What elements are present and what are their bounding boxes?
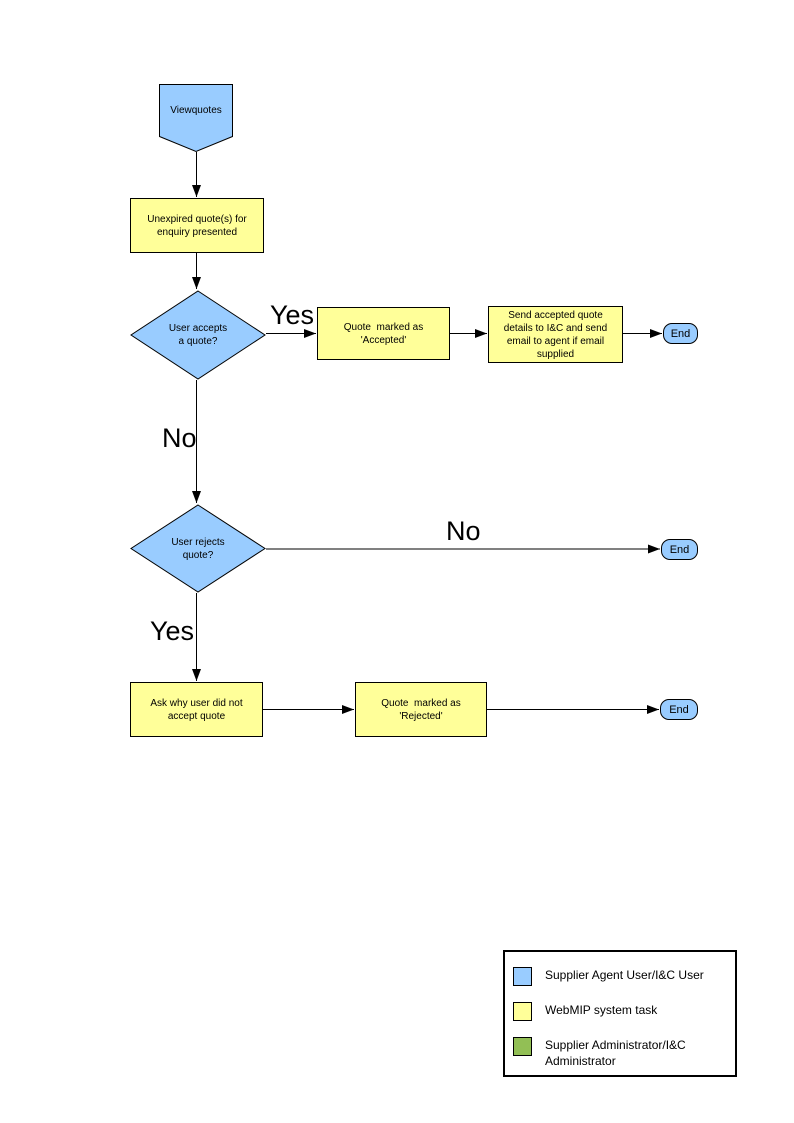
diamond-shape (130, 504, 266, 593)
legend-item-webmip-task: WebMIP system task (513, 1002, 735, 1021)
end-terminator-rejected-label: End (669, 703, 689, 716)
task-send-accepted-quote-details: Send accepted quote details to I&C and s… (488, 306, 623, 363)
legend-item-supplier-agent: Supplier Agent User/I&C User (513, 967, 735, 986)
end-terminator-rejected-no-label: End (669, 543, 690, 556)
legend-label-supplier-admin: Supplier Administrator/I&C Administrator (545, 1038, 686, 1068)
task-ask-why-not-accept: Ask why user did not accept quote (130, 682, 263, 737)
legend-item-supplier-admin: Supplier Administrator/I&C Administrator (513, 1037, 735, 1069)
task-quote-marked-accepted-label: Quote marked as 'Accepted' (343, 321, 424, 346)
edge-label-reject-yes: Yes (150, 616, 195, 646)
end-terminator-rejected: End (660, 699, 698, 720)
start-node-viewquotes: Viewquotes (159, 84, 233, 153)
legend-label-webmip-task: WebMIP system task (545, 1003, 658, 1017)
task-unexpired-quotes: Unexpired quote(s) for enquiry presented (130, 198, 264, 253)
legend-swatch-yellow (513, 1002, 532, 1021)
task-send-accepted-quote-details-label: Send accepted quote details to I&C and s… (503, 309, 608, 360)
decision-user-accepts-quote-label: User accepts a quote? (168, 323, 228, 347)
edge-label-accept-yes: Yes (270, 300, 315, 330)
edge-label-reject-no: No (446, 516, 481, 546)
decision-user-rejects-quote-label: User rejects quote? (171, 536, 225, 561)
end-terminator-accepted-label: End (670, 327, 691, 340)
legend: Supplier Agent User/I&C User WebMIP syst… (503, 950, 737, 1077)
legend-swatch-green (513, 1037, 532, 1056)
legend-label-supplier-agent: Supplier Agent User/I&C User (545, 968, 704, 982)
pentagon-shape (159, 84, 233, 153)
decision-user-rejects-quote: User rejects quote? (130, 504, 266, 593)
edge-label-accept-no: No (162, 423, 197, 453)
start-node-label: Viewquotes (170, 104, 222, 116)
decision-user-accepts-quote: User accepts a quote? (130, 290, 266, 380)
end-terminator-accepted: End (663, 323, 698, 344)
task-ask-why-not-accept-label: Ask why user did not accept quote (150, 697, 243, 722)
diamond-shape (130, 290, 266, 380)
end-terminator-rejected-no: End (661, 539, 698, 560)
task-quote-marked-rejected: Quote marked as 'Rejected' (355, 682, 487, 737)
task-quote-marked-rejected-label: Quote marked as 'Rejected' (381, 697, 461, 722)
task-unexpired-quotes-label: Unexpired quote(s) for enquiry presented (147, 213, 247, 238)
legend-swatch-blue (513, 967, 532, 986)
task-quote-marked-accepted: Quote marked as 'Accepted' (317, 307, 450, 360)
